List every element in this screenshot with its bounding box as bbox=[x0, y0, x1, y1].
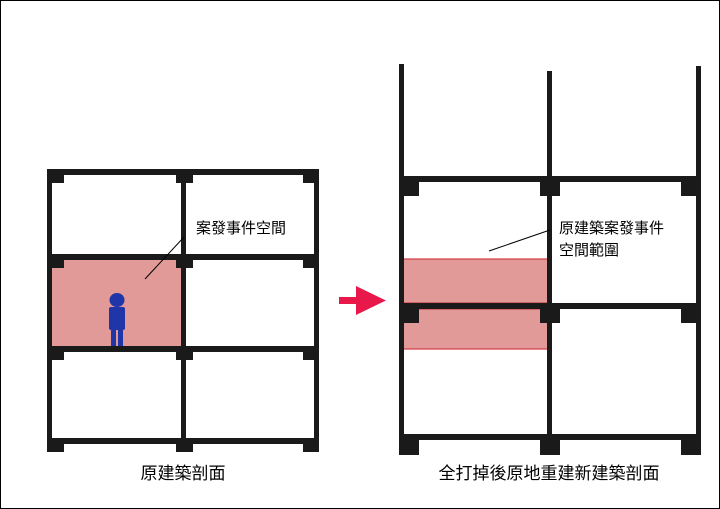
beam bbox=[47, 254, 64, 268]
column bbox=[47, 169, 52, 444]
beam bbox=[681, 303, 701, 323]
beam bbox=[540, 176, 560, 196]
beam bbox=[47, 438, 64, 452]
beam bbox=[176, 169, 193, 183]
beam bbox=[176, 346, 193, 360]
annotation-leader bbox=[488, 229, 551, 252]
beam bbox=[399, 434, 419, 455]
person-icon bbox=[109, 293, 125, 346]
beam bbox=[47, 169, 64, 183]
beam bbox=[681, 176, 701, 196]
original-incident-range-highlight bbox=[402, 308, 549, 350]
transition-arrow-icon bbox=[339, 286, 386, 315]
annotation-leader bbox=[144, 236, 185, 280]
column bbox=[181, 169, 186, 444]
beam bbox=[303, 254, 319, 268]
beam bbox=[176, 254, 193, 268]
column bbox=[696, 66, 701, 455]
original-building-section: 案發事件空間 原建築剖面 bbox=[47, 169, 319, 484]
original-incident-range-highlight bbox=[402, 258, 549, 304]
column bbox=[399, 64, 404, 455]
beam bbox=[303, 438, 319, 452]
rebuilt-section-caption: 全打掉後原地重建新建築剖面 bbox=[439, 464, 660, 484]
beam bbox=[540, 303, 560, 323]
original-section-caption: 原建築剖面 bbox=[141, 464, 226, 484]
beam bbox=[303, 169, 319, 183]
column bbox=[547, 71, 552, 455]
beam bbox=[399, 303, 419, 323]
incident-range-label-line2: 空間範圍 bbox=[559, 241, 619, 259]
rebuilt-building-section: 原建築案發事件 空間範圍 全打掉後原地重建新建築剖面 bbox=[399, 64, 701, 484]
beam bbox=[47, 346, 64, 360]
incident-range-label-line1: 原建築案發事件 bbox=[559, 219, 664, 237]
beam bbox=[540, 434, 560, 455]
beam bbox=[303, 346, 319, 360]
beam bbox=[399, 176, 419, 196]
column bbox=[314, 169, 319, 444]
incident-space-label: 案發事件空間 bbox=[196, 219, 286, 237]
beam bbox=[176, 438, 193, 452]
beam bbox=[681, 434, 701, 455]
